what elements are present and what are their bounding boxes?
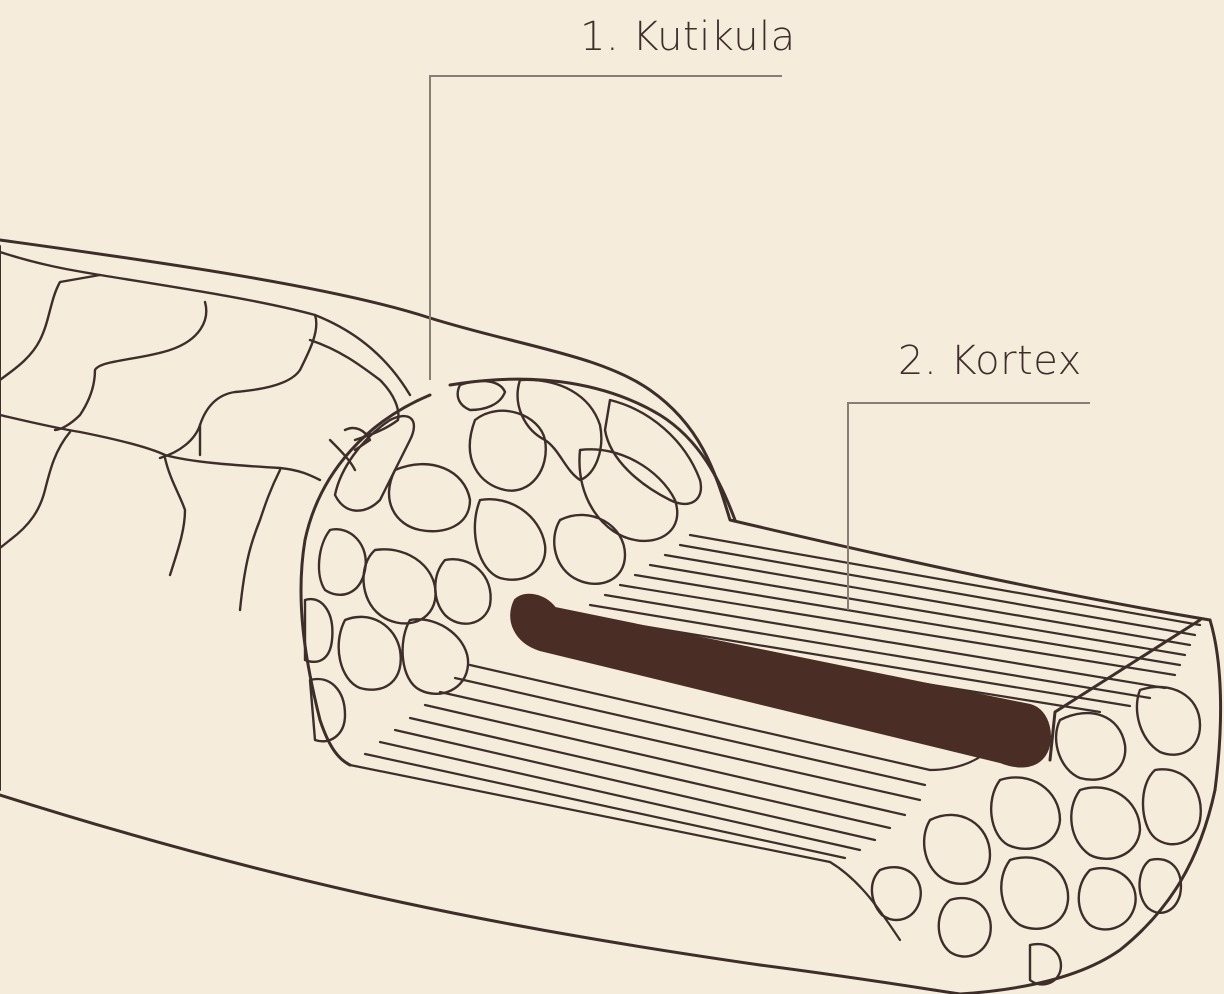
label-kortex: 2. Kortex	[898, 338, 1082, 384]
cuticle-scales	[0, 252, 410, 610]
leader-line-kortex	[848, 403, 1090, 610]
hair-shaft-bottom-edge	[0, 795, 960, 994]
label-kutikula: 1. Kutikula	[580, 14, 796, 60]
